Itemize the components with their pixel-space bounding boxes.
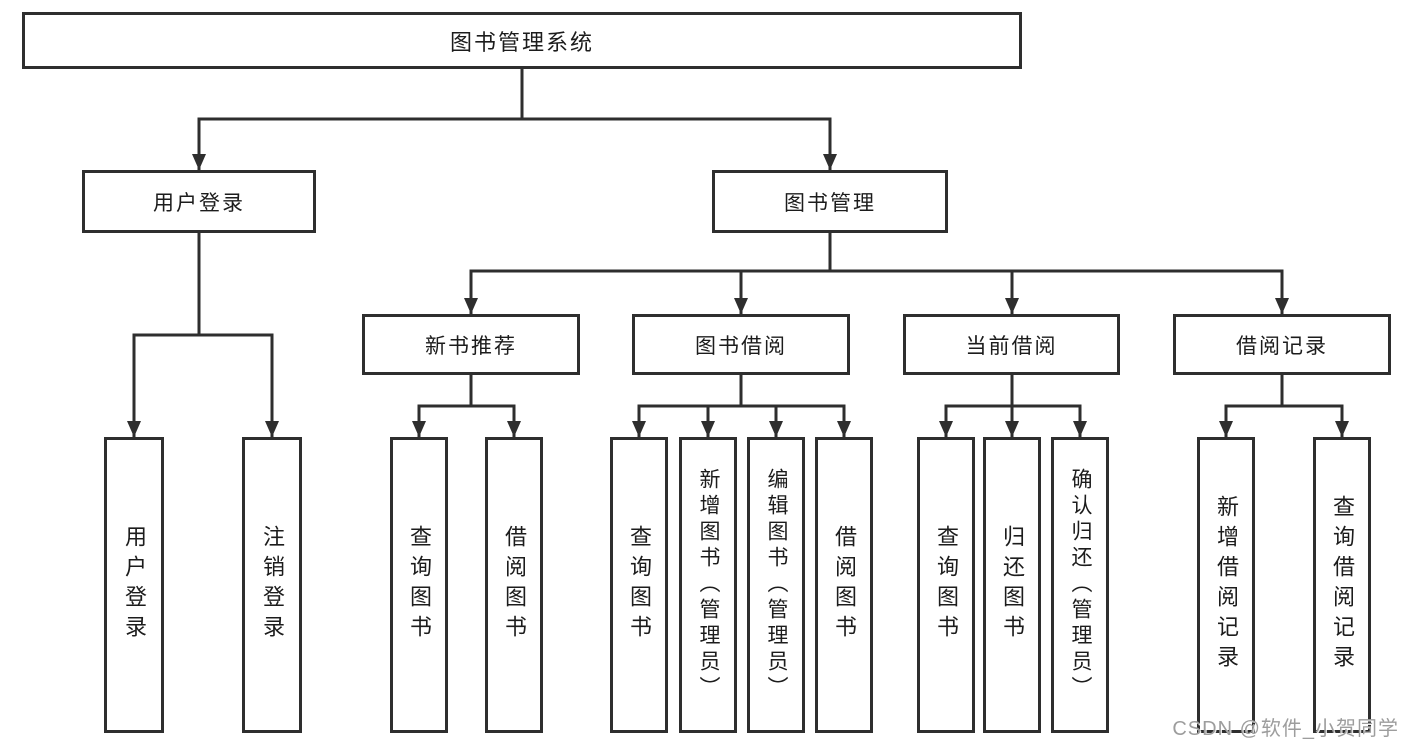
connector-bookmgmt-to-level3 — [464, 233, 1289, 314]
connector-borrow-to-leaves — [632, 375, 851, 437]
connector-current-to-leaves — [939, 375, 1087, 437]
node-leaf-borrow-books-recommend: 借阅图书 — [485, 437, 543, 733]
node-leaf-logout: 注销登录 — [242, 437, 302, 733]
node-new-book-recommend: 新书推荐 — [362, 314, 580, 375]
node-book-borrow: 图书借阅 — [632, 314, 850, 375]
node-leaf-user-login: 用户登录 — [104, 437, 164, 733]
connector-records-to-leaves — [1219, 375, 1349, 437]
node-user-login: 用户登录 — [82, 170, 316, 233]
connector-root-to-level2 — [192, 69, 837, 170]
node-leaf-query-books-recommend: 查询图书 — [390, 437, 448, 733]
node-current-borrow: 当前借阅 — [903, 314, 1120, 375]
connector-newbooks-to-leaves — [412, 375, 521, 437]
node-leaf-add-books-admin: 新增图书（管理员） — [679, 437, 737, 733]
node-root-system: 图书管理系统 — [22, 12, 1022, 69]
node-borrow-records: 借阅记录 — [1173, 314, 1391, 375]
csdn-watermark: CSDN @软件_小贺同学 — [1172, 718, 1399, 740]
node-leaf-borrow-books: 借阅图书 — [815, 437, 873, 733]
connector-userlogin-to-leaves — [127, 233, 279, 437]
node-leaf-query-borrow-record: 查询借阅记录 — [1313, 437, 1371, 733]
node-leaf-query-books-current: 查询图书 — [917, 437, 975, 733]
node-leaf-query-books-borrow: 查询图书 — [610, 437, 668, 733]
node-leaf-confirm-return-admin: 确认归还（管理员） — [1051, 437, 1109, 733]
node-leaf-return-books: 归还图书 — [983, 437, 1041, 733]
node-book-management: 图书管理 — [712, 170, 948, 233]
node-leaf-add-borrow-record: 新增借阅记录 — [1197, 437, 1255, 733]
node-leaf-edit-books-admin: 编辑图书（管理员） — [747, 437, 805, 733]
